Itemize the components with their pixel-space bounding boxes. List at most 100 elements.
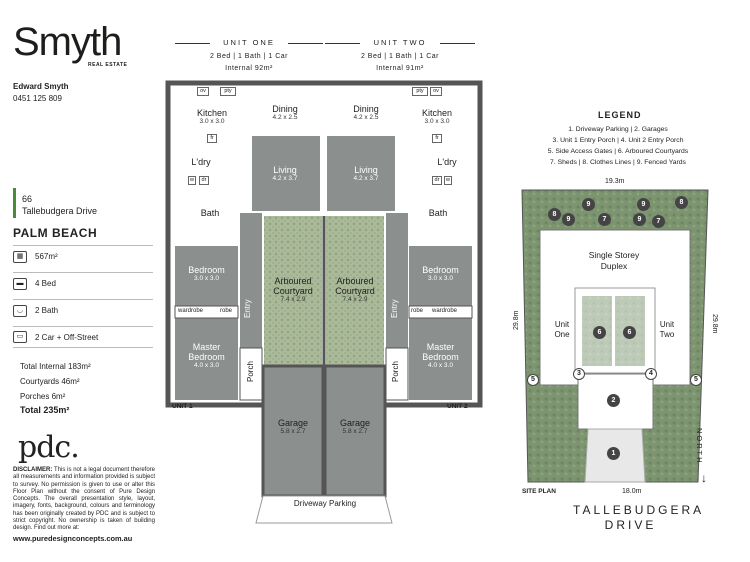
marker-7-right: 7: [652, 215, 665, 228]
spec-bath: ◡2 Bath: [13, 299, 153, 321]
u1-laundry: L'dry: [191, 157, 211, 167]
site-building-label: Single Storey Duplex: [588, 250, 640, 271]
address-accent-bar: [13, 188, 16, 218]
site-depth-left: 29.8m: [513, 310, 520, 330]
marker-9-a: 9: [582, 198, 595, 211]
u1-porch: Porch: [246, 361, 255, 382]
legend-line-4: 7. Sheds | 8. Clothes Lines | 9. Fenced …: [550, 159, 686, 166]
marker-8-left: 8: [548, 208, 561, 221]
address-number: 66: [22, 194, 33, 204]
total-internal: Total Internal 183m²: [20, 362, 91, 371]
u2-robe: robe: [411, 308, 424, 314]
marker-8-right: 8: [675, 196, 688, 209]
u2-dryer: dr: [432, 176, 442, 185]
agency-logo-subtitle: REAL ESTATE: [88, 62, 128, 68]
driveway-label: Driveway Parking: [293, 499, 357, 508]
marker-6-right: 6: [623, 326, 636, 339]
north-label: NORTH: [695, 428, 704, 465]
legend-line-2: 3. Unit 1 Entry Porch | 4. Unit 2 Entry …: [552, 137, 684, 144]
marker-9-b: 9: [637, 198, 650, 211]
floor-plan: [165, 80, 483, 524]
u2-fridge: fr: [432, 134, 442, 143]
total-courtyards: Courtyards 46m²: [20, 377, 80, 386]
unit-one-title: UNIT ONE: [223, 38, 275, 47]
total-porches: Porches 6m²: [20, 392, 66, 401]
u2-porch: Porch: [391, 361, 400, 382]
designer-logo: pdc.: [18, 430, 80, 465]
spec-car: ▭2 Car + Off-Street: [13, 326, 153, 348]
unit-two-title: UNIT TWO: [373, 38, 427, 47]
designer-website[interactable]: www.puredesignconcepts.com.au: [13, 534, 133, 543]
land-icon: ▦: [13, 250, 27, 263]
site-plan-tag: SITE PLAN: [522, 488, 556, 495]
car-icon: ▭: [13, 331, 27, 343]
u2-bath: Bath: [428, 208, 448, 218]
spec-bed: ▬4 Bed: [13, 272, 153, 294]
agent-name: Edward Smyth: [13, 82, 69, 91]
marker-2: 2: [607, 394, 620, 407]
unit-two-summary: 2 Bed | 1 Bath | 1 Car: [360, 53, 440, 60]
north-arrow-icon: ↓: [701, 471, 707, 485]
site-width-bottom: 18.0m: [622, 488, 642, 495]
marker-4: 4: [645, 368, 657, 380]
unit-one-internal: Internal 92m²: [225, 65, 273, 72]
marker-1: 1: [607, 447, 620, 460]
legend-title: LEGEND: [598, 110, 642, 120]
marker-9-d: 9: [633, 213, 646, 226]
site-unit-two: Unit Two: [659, 320, 675, 339]
disclaimer: DISCLAIMER: This is not a legal document…: [13, 467, 156, 532]
u1-bath: Bath: [200, 208, 220, 218]
site-depth-right: 29.8m: [711, 314, 718, 334]
address-street: Tallebudgera Drive: [22, 206, 98, 216]
u2-pantry: pty: [412, 87, 428, 96]
unit-two-internal: Internal 91m²: [376, 65, 424, 72]
marker-3: 3: [573, 368, 585, 380]
u2-wardrobe: wardrobe: [432, 308, 458, 314]
legend-line-1: 1. Driveway Parking | 2. Garages: [568, 126, 668, 133]
unit-two-header: UNIT TWO 2 Bed | 1 Bath | 1 Car Internal…: [325, 38, 475, 72]
u1-washer: w: [188, 176, 196, 185]
u2-oven: ov: [430, 87, 442, 96]
site-plan: [521, 189, 709, 483]
site-unit-one: Unit One: [554, 320, 570, 339]
legend-line-3: 5. Side Access Gates | 6. Arboured Court…: [547, 148, 689, 155]
u1-entry: Entry: [243, 299, 252, 318]
spec-land: ▦567m²: [13, 245, 153, 267]
marker-5-left: 5: [527, 374, 539, 386]
total-area: Total 235m²: [20, 405, 70, 415]
u2-entry: Entry: [390, 299, 399, 318]
agency-logo: Smyth: [13, 20, 122, 64]
u1-oven: ov: [197, 87, 209, 96]
street-name: TALLEBUDGERA DRIVE: [573, 503, 705, 532]
unit-1-tag: UNIT 1: [172, 403, 193, 410]
u1-pantry: pty: [220, 87, 236, 96]
bath-icon: ◡: [13, 304, 27, 317]
u2-washer: w: [444, 176, 452, 185]
unit-2-tag: UNIT 2: [447, 403, 468, 410]
address-suburb: PALM BEACH: [13, 226, 98, 240]
marker-6-left: 6: [593, 326, 606, 339]
u1-dryer: dr: [199, 176, 209, 185]
marker-9-c: 9: [562, 213, 575, 226]
unit-one-summary: 2 Bed | 1 Bath | 1 Car: [209, 53, 289, 60]
marker-7-left: 7: [598, 213, 611, 226]
unit-one-header: UNIT ONE 2 Bed | 1 Bath | 1 Car Internal…: [175, 38, 323, 72]
bed-icon: ▬: [13, 277, 27, 290]
u1-robe: robe: [220, 308, 233, 314]
agent-phone: 0451 125 809: [13, 94, 62, 103]
marker-5-right: 5: [690, 374, 702, 386]
u1-wardrobe: wardrobe: [178, 308, 204, 314]
u2-laundry: L'dry: [437, 157, 457, 167]
